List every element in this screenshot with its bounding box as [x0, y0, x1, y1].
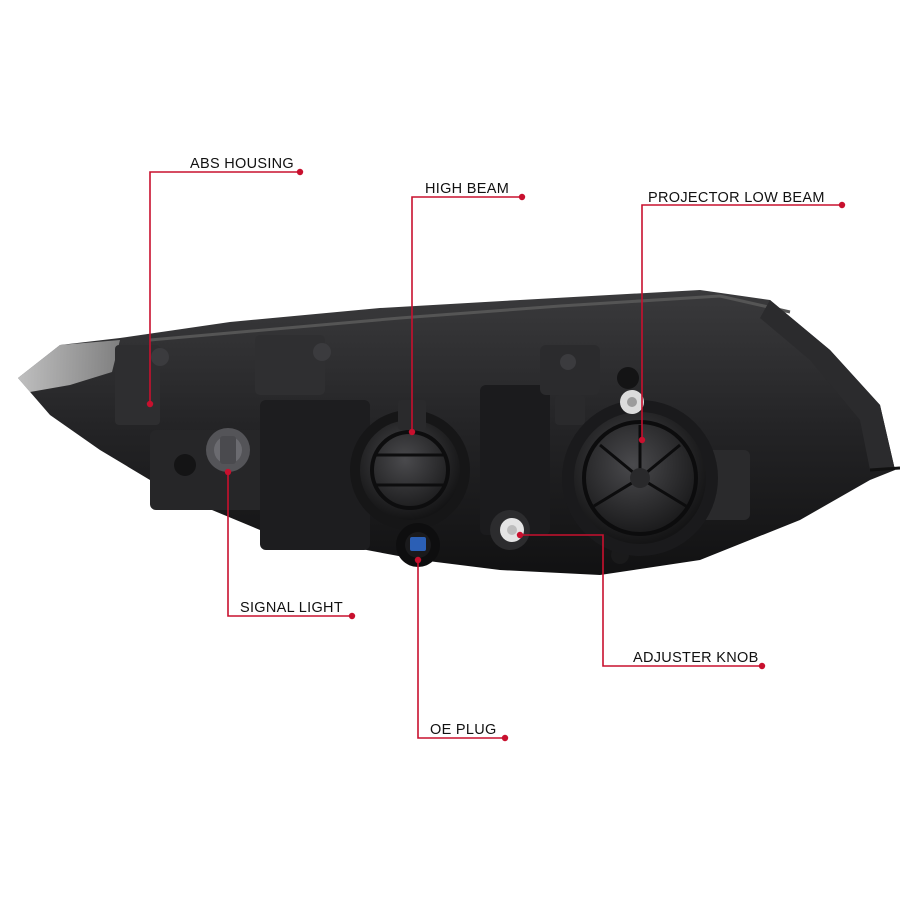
abs-housing-label: ABS HOUSING — [190, 156, 295, 172]
abs-housing-dot-end — [296, 168, 304, 176]
wire — [869, 466, 900, 472]
adjuster-knob-dot-target — [516, 531, 524, 539]
signal-light-dot-target — [224, 468, 232, 476]
high-beam-dot-end — [518, 193, 526, 201]
high-beam-leader — [411, 196, 522, 432]
adjuster-knob-leader — [520, 534, 762, 667]
signal-light-label: SIGNAL LIGHT — [240, 600, 343, 616]
projector-low-beam-leader — [641, 204, 842, 440]
oe-plug-dot-target — [414, 556, 422, 564]
projector-low-beam-dot-target — [638, 436, 646, 444]
abs-housing-leader — [149, 171, 300, 404]
projector-low-beam-dot-end — [838, 201, 846, 209]
oe-plug-label: OE PLUG — [430, 722, 497, 738]
oe-plug — [396, 523, 440, 567]
projector-low-beam-cap — [555, 395, 718, 556]
high-beam-dot-target — [408, 428, 416, 436]
abs-housing-dot-target — [146, 400, 154, 408]
high-beam-cap — [350, 400, 470, 530]
adjuster-knob-part — [490, 390, 644, 550]
high-beam-label: HIGH BEAM — [425, 181, 510, 197]
adjuster-knob-label: ADJUSTER KNOB — [633, 650, 759, 666]
oe-plug-leader — [417, 560, 505, 739]
signal-light-dot-end — [348, 612, 356, 620]
signal-light-socket — [206, 428, 250, 472]
adjuster-knob-dot-end — [758, 662, 766, 670]
oe-plug-dot-end — [501, 734, 509, 742]
projector-low-beam-label: PROJECTOR LOW BEAM — [648, 190, 825, 206]
signal-light-leader — [227, 472, 352, 617]
